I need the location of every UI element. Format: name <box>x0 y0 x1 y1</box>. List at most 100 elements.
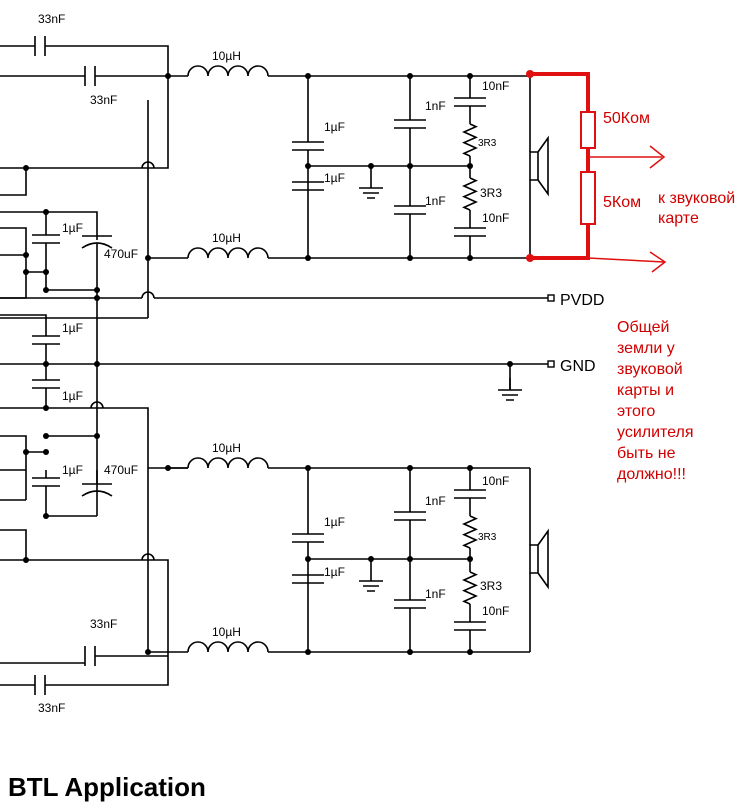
resistor-symbol <box>462 177 478 211</box>
label-labels-c470: 470uF <box>104 247 138 261</box>
warning-line: быть не <box>617 445 676 462</box>
junction-dot <box>467 73 473 79</box>
junction-dot <box>467 255 473 261</box>
wire <box>0 211 98 236</box>
junction-dot <box>23 449 29 455</box>
label-labels-c1u: 1µF <box>324 565 345 579</box>
wire <box>45 45 169 76</box>
inductor-symbol <box>187 247 269 259</box>
junction-dot <box>43 405 49 411</box>
red-arrow-head <box>649 145 666 169</box>
capacitor-symbol <box>292 141 324 151</box>
label-labels-l_bot1: 10µH <box>212 441 241 455</box>
label-labels-c10n: 10nF <box>482 604 509 618</box>
inductor-symbol <box>187 641 269 653</box>
label-nets-pvdd: PVDD <box>560 292 604 309</box>
capacitor-symbol <box>394 119 426 129</box>
capacitor-symbol <box>454 621 486 631</box>
resistor-5k <box>580 171 596 225</box>
label-annotations-r5k: 5Ком <box>603 194 641 211</box>
resistor-50k <box>580 111 596 149</box>
label-labels-c10n: 10nF <box>482 474 509 488</box>
label-labels-c1n: 1nF <box>425 99 446 113</box>
gnd-terminal <box>547 360 555 368</box>
wire <box>0 435 27 500</box>
wire-crossover <box>90 401 104 409</box>
capacitor-symbol <box>32 379 60 389</box>
label-labels-c470: 470uF <box>104 463 138 477</box>
junction-dot <box>407 465 413 471</box>
label-annotations-r50k: 50Ком <box>603 110 650 127</box>
resistor-symbol <box>462 123 478 157</box>
label-labels-c1u: 1µF <box>324 120 345 134</box>
junction-dot <box>407 73 413 79</box>
label-nets-gnd: GND <box>560 358 596 375</box>
junction-dot <box>43 269 49 275</box>
capacitor-symbol <box>454 489 486 499</box>
capacitor-symbol <box>394 205 426 215</box>
junction-dot <box>43 287 49 293</box>
red-junction <box>526 254 534 262</box>
inductor-symbol <box>187 457 269 469</box>
footer-title: BTL Application <box>8 772 206 802</box>
label-annotations-to_card_1: к звуковой <box>658 190 735 207</box>
capacitor-symbol <box>394 511 426 521</box>
junction-dot <box>368 163 374 169</box>
wire <box>45 486 97 517</box>
wire <box>0 314 47 336</box>
junction-dot <box>23 165 29 171</box>
warning-line: должно!!! <box>617 466 686 483</box>
ground-symbol <box>359 176 383 199</box>
ground-symbol <box>359 569 383 592</box>
capacitor-symbol <box>454 227 486 237</box>
red-wire <box>530 72 590 260</box>
junction-dot <box>467 649 473 655</box>
label-labels-l_top1: 10µH <box>212 49 241 63</box>
wire <box>0 407 149 468</box>
label-labels-r3r3: 3R3 <box>480 579 502 593</box>
capacitor-symbol <box>32 477 60 487</box>
wire <box>45 275 97 291</box>
capacitor-symbol <box>84 66 96 86</box>
ground-symbol <box>498 378 522 401</box>
junction-dot <box>407 255 413 261</box>
junction-dot <box>407 556 413 562</box>
junction-dot <box>94 433 100 439</box>
wire <box>81 242 113 249</box>
wire <box>0 76 169 169</box>
red-junction <box>526 70 534 78</box>
warning-line: этого <box>617 403 655 420</box>
label-labels-c1u: 1µF <box>324 171 345 185</box>
wire <box>45 652 169 686</box>
junction-dot <box>467 163 473 169</box>
label-labels-c33_bot2: 33nF <box>38 701 65 715</box>
junction-dot <box>43 513 49 519</box>
red-modification <box>526 70 667 273</box>
speaker-symbol <box>529 135 549 197</box>
capacitor-symbol <box>84 646 96 666</box>
wire <box>0 168 27 196</box>
label-labels-r3r3: 3R3 <box>480 186 502 200</box>
red-arrow-head <box>649 251 667 273</box>
junction-dot <box>305 163 311 169</box>
warning-line: усилителя <box>617 424 694 441</box>
label-labels-c1n: 1nF <box>425 194 446 208</box>
capacitor-symbol <box>454 97 486 107</box>
circuit-wiring <box>0 36 555 695</box>
speaker-symbol <box>529 528 549 590</box>
label-labels-c1u: 1µF <box>324 515 345 529</box>
red-ground-line <box>587 257 665 263</box>
wire <box>0 227 27 299</box>
junction-dot <box>407 649 413 655</box>
wire <box>81 490 113 497</box>
capacitor-symbol <box>34 36 46 56</box>
warning-line: карты и <box>617 382 674 399</box>
junction-dot <box>305 73 311 79</box>
label-labels-c1u: 1µF <box>62 389 83 403</box>
label-labels-r3r3: 3R3 <box>478 532 497 543</box>
wire <box>26 559 169 652</box>
wire-crossover <box>141 553 155 561</box>
label-labels-c1u: 1µF <box>62 221 83 235</box>
junction-dot <box>23 252 29 258</box>
capacitor-symbol <box>32 234 60 244</box>
